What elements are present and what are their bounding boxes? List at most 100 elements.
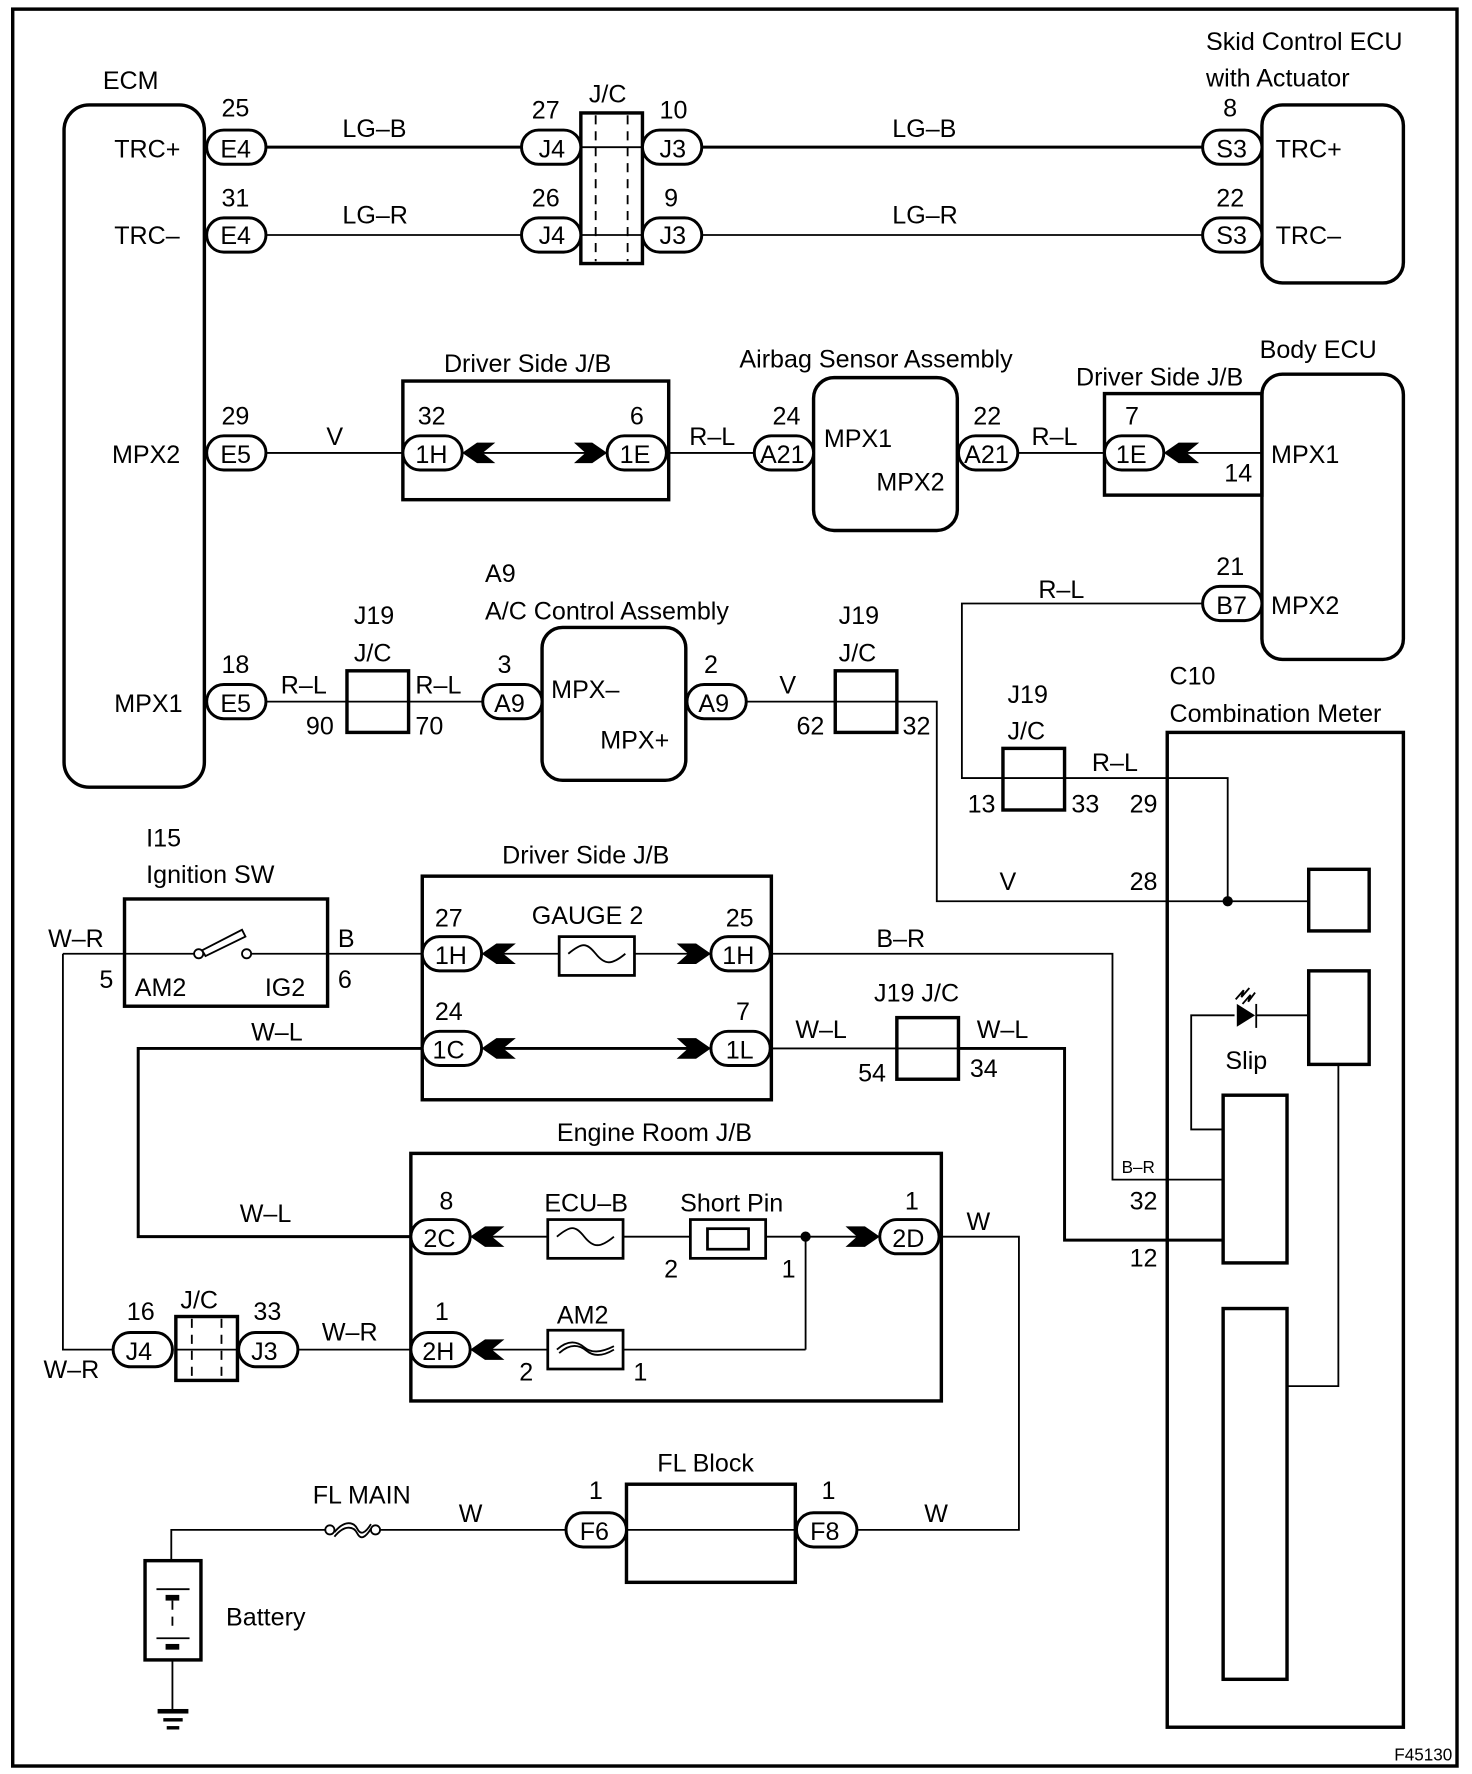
connector-b7-21: 21 B7 <box>1201 553 1264 623</box>
connector-j4-26: 26 J4 <box>520 184 583 254</box>
connector-code: 1E <box>620 441 651 469</box>
combo-label: Combination Meter <box>1170 700 1382 728</box>
pin-number: 70 <box>415 713 443 741</box>
ground-icon <box>157 1708 189 1714</box>
wire-label: B <box>338 925 355 953</box>
driver-side-jb-right: Driver Side J/B 7 1E 14 <box>1076 364 1264 497</box>
pin-number: 18 <box>221 651 249 679</box>
pin-number: 5 <box>99 966 113 994</box>
connector-code: A9 <box>698 690 729 718</box>
j19-code: J19 <box>1008 681 1048 709</box>
pin-number: 1 <box>435 1298 449 1326</box>
wire-label: V <box>326 423 343 451</box>
body-ecu-pin-mpx1: MPX1 <box>1271 441 1339 469</box>
j19-junction-mid: J19 J/C 62 32 <box>796 602 930 741</box>
ac-label: A/C Control Assembly <box>485 597 729 625</box>
connector-code: J4 <box>539 222 566 250</box>
j19-code: J19 <box>354 602 394 630</box>
connector-code: 1H <box>415 441 447 469</box>
pin-number: 54 <box>858 1060 886 1088</box>
pin-number: 33 <box>1071 790 1099 818</box>
pin-number: 90 <box>306 713 334 741</box>
pin-number: 1 <box>782 1256 796 1284</box>
pin-number: 2 <box>704 651 718 679</box>
pin-number: 13 <box>968 790 996 818</box>
connector-arrow-icon <box>574 442 608 464</box>
slip-label: Slip <box>1225 1047 1267 1075</box>
ac-pin-mpx-minus: MPX– <box>551 676 619 704</box>
airbag-pin-mpx1: MPX1 <box>824 425 892 453</box>
wire-j19-right-out <box>1064 777 1229 902</box>
wire-label: W <box>966 1208 990 1236</box>
ac-control-assembly: A9 A/C Control Assembly MPX– MPX+ 3 A9 2… <box>481 560 748 783</box>
connector-code: S3 <box>1216 135 1247 163</box>
wire-combo-28 <box>896 700 1309 903</box>
driver-side-jb-lower: Driver Side J/B 27 1H GAUGE 2 25 1H 24 1… <box>420 842 774 1102</box>
pin-number: 25 <box>221 94 249 122</box>
ecm-pin-mpx2: MPX2 <box>112 441 180 469</box>
connector-code: 2H <box>422 1338 454 1366</box>
splice-point <box>1222 896 1233 907</box>
combination-meter: C10 Combination Meter 29 28 32 12 Slip <box>1130 663 1406 1729</box>
fuse-label: ECU–B <box>544 1190 628 1218</box>
j19-label: J19 J/C <box>874 980 959 1008</box>
pin-number: 32 <box>1130 1187 1158 1215</box>
wire-label: R–L <box>281 672 327 700</box>
ign-label: Ignition SW <box>146 861 275 889</box>
fusible-link-icon <box>333 1522 372 1534</box>
wire-label: W–L <box>251 1018 303 1046</box>
pin-number: 26 <box>532 184 560 212</box>
pin-number: 25 <box>726 904 754 932</box>
pin-number: 31 <box>221 184 249 212</box>
wire-battery-out <box>170 1528 326 1561</box>
connector-e4-25: 25 E4 <box>205 94 268 166</box>
wire-label: W–L <box>795 1016 847 1044</box>
pin-number: 28 <box>1130 868 1158 896</box>
connector-code: F8 <box>810 1518 839 1546</box>
meter-module <box>1306 867 1371 933</box>
ecm-component: ECM TRC+ TRC– MPX2 MPX1 <box>62 67 207 789</box>
pin-number: 7 <box>736 998 750 1026</box>
wire-label: V <box>779 672 796 700</box>
slip-led-icon <box>1236 1003 1256 1027</box>
pin-number: 29 <box>1130 790 1158 818</box>
pin-number: 2 <box>519 1358 533 1386</box>
connector-code: F6 <box>580 1518 609 1546</box>
connector-code: J3 <box>251 1338 277 1366</box>
ign-pin-ig2: IG2 <box>265 974 305 1002</box>
fuse-label: AM2 <box>557 1301 609 1329</box>
connector-code: 1E <box>1116 441 1147 469</box>
j19-code: J19 <box>839 602 879 630</box>
connector-code: J3 <box>660 222 687 250</box>
pin-number: 32 <box>903 713 931 741</box>
pin-number: 22 <box>1216 184 1244 212</box>
ecm-pin-mpx1: MPX1 <box>114 690 182 718</box>
connector-e5-18: 18 E5 <box>205 651 268 721</box>
pin-number: 27 <box>435 904 463 932</box>
connector-code: B7 <box>1216 592 1247 620</box>
meter-module <box>1306 969 1371 1067</box>
jb-label: Driver Side J/B <box>502 842 669 870</box>
ecm-pin-trc-minus: TRC– <box>114 222 180 250</box>
wire-label: LG–R <box>342 202 408 230</box>
connector-arrow-icon <box>676 1038 711 1059</box>
connector-code: 1H <box>435 942 467 970</box>
j19-junction-left: J19 J/C 90 70 <box>306 602 443 741</box>
skid-pin-trc-minus: TRC– <box>1276 222 1342 250</box>
junction-connector-bottom: J/C 16 J4 33 J3 <box>111 1287 300 1383</box>
connector-code: E4 <box>220 135 251 163</box>
ac-pin-mpx-plus: MPX+ <box>600 726 669 754</box>
ign-pin-am2: AM2 <box>135 974 187 1002</box>
pin-number: 14 <box>1224 459 1252 487</box>
j19-label: J/C <box>1008 717 1046 745</box>
fl-main-label: FL MAIN <box>313 1482 411 1510</box>
connector-code: A21 <box>964 441 1009 469</box>
wire-label: W–L <box>240 1200 292 1228</box>
fuse-gauge2-icon <box>557 935 636 977</box>
pin-number: 1 <box>633 1358 647 1386</box>
pin-number: 9 <box>664 184 678 212</box>
wire-wl-left <box>136 1046 423 1239</box>
fuse-ecu-b-icon <box>546 1218 625 1260</box>
jb-label: Driver Side J/B <box>444 350 611 378</box>
